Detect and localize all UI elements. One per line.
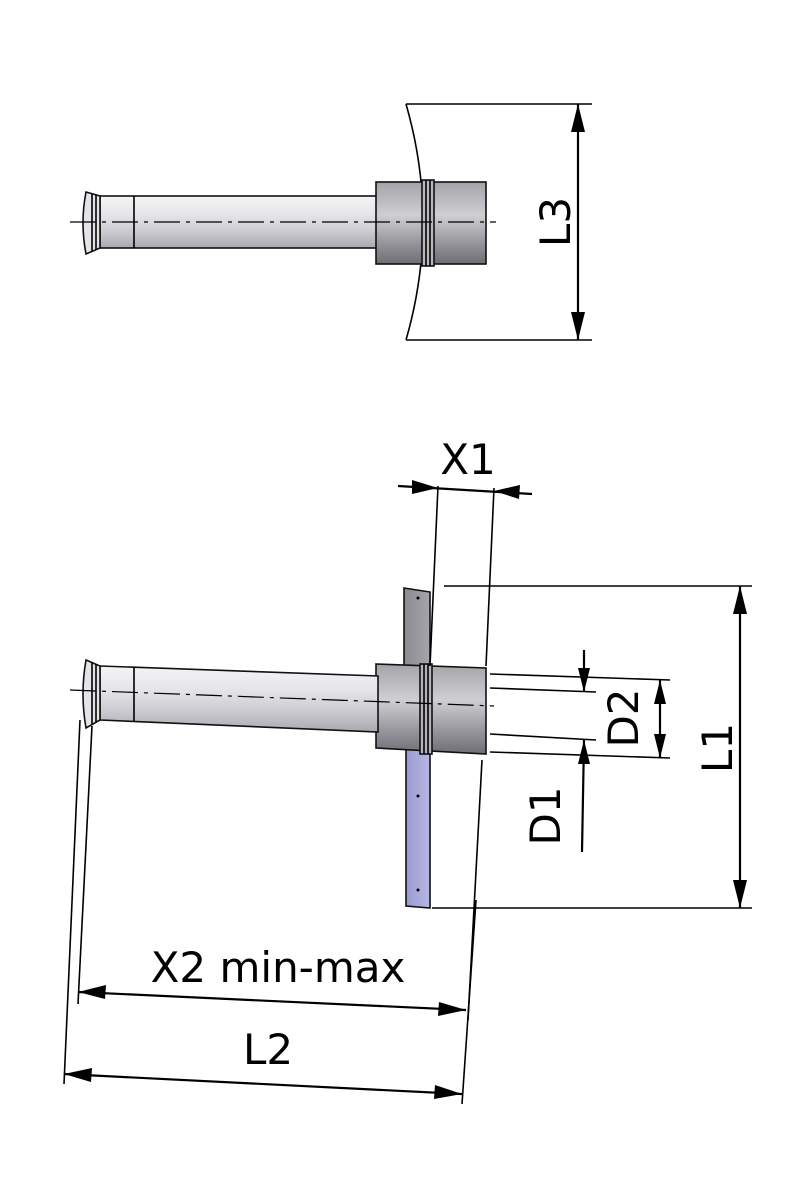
top-collar <box>375 179 487 267</box>
dimension-d1: D1 <box>489 650 597 853</box>
label-l2: L2 <box>243 1025 293 1074</box>
side-collar <box>375 663 487 755</box>
side-pipe <box>82 658 379 733</box>
side-view: X1 L1 D2 D1 <box>63 435 752 1105</box>
wall-plate-upper <box>403 587 431 667</box>
label-l3: L3 <box>531 197 580 247</box>
top-pipe <box>82 190 383 256</box>
dimension-l1: L1 <box>432 585 752 909</box>
label-d2: D2 <box>599 688 648 747</box>
side-centerline <box>69 689 495 707</box>
top-view: L3 <box>70 103 592 341</box>
dimension-l2: L2 <box>63 719 477 1105</box>
label-x2: X2 min-max <box>151 943 406 992</box>
dimension-d2: D2 <box>489 673 671 759</box>
label-l1: L1 <box>693 723 742 773</box>
dimension-x1: X1 <box>397 435 533 667</box>
dimension-l3: L3 <box>406 103 592 341</box>
dimension-x2: X2 min-max <box>77 725 483 1021</box>
label-x1: X1 <box>440 435 496 484</box>
label-d1: D1 <box>521 786 570 845</box>
